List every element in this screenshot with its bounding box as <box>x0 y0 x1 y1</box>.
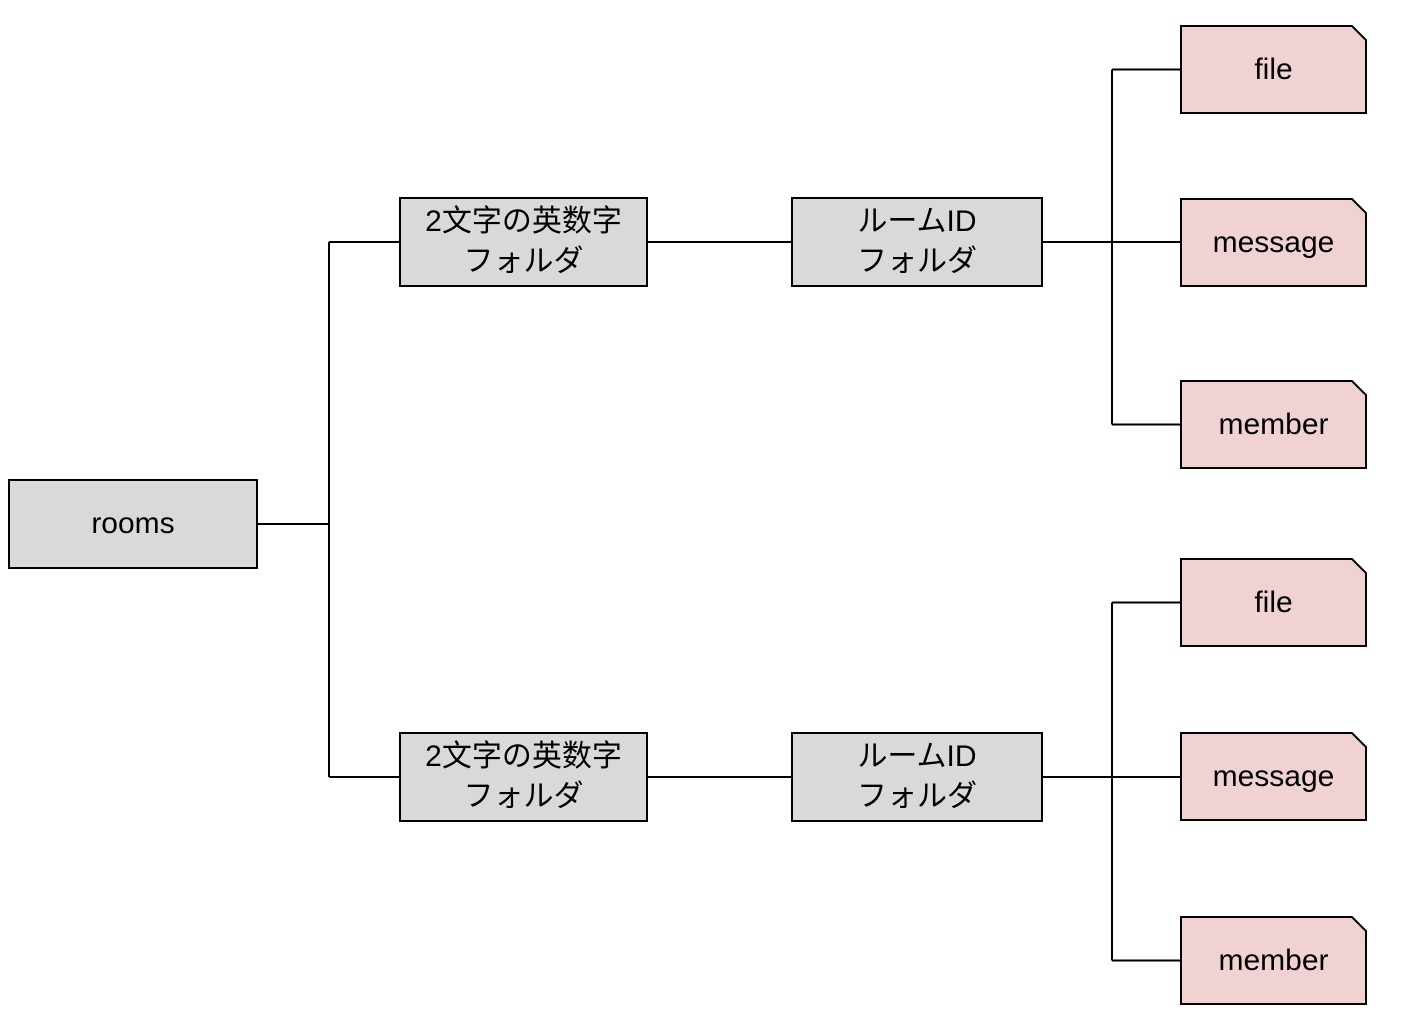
file-node-bottom: file <box>1180 558 1367 647</box>
file-label: file <box>1254 585 1293 619</box>
room-id-folder-label: ルームID フォルダ <box>857 740 977 813</box>
folded-corner-shape <box>1180 916 1367 1005</box>
message-node-bottom: message <box>1180 732 1367 821</box>
member-label: member <box>1218 943 1329 977</box>
rooms-label: rooms <box>91 507 175 540</box>
room-id-folder-node-top: ルームID フォルダ <box>791 197 1043 287</box>
folded-corner-shape <box>1180 558 1367 647</box>
folded-corner-shape <box>1180 380 1367 469</box>
folded-corner-shape <box>1180 25 1367 114</box>
two-char-folder-label: 2文字の英数字 フォルダ <box>425 740 622 813</box>
member-node-bottom: member <box>1180 916 1367 1005</box>
message-label: message <box>1212 759 1335 793</box>
member-label: member <box>1218 407 1329 441</box>
member-node-top: member <box>1180 380 1367 469</box>
message-label: message <box>1212 225 1335 259</box>
two-char-folder-label: 2文字の英数字 フォルダ <box>425 205 622 278</box>
two-char-folder-node-bottom: 2文字の英数字 フォルダ <box>399 732 648 822</box>
file-node-top: file <box>1180 25 1367 114</box>
message-node-top: message <box>1180 198 1367 287</box>
folded-corner-shape <box>1180 732 1367 821</box>
room-id-folder-label: ルームID フォルダ <box>857 205 977 278</box>
two-char-folder-node-top: 2文字の英数字 フォルダ <box>399 197 648 287</box>
folded-corner-shape <box>1180 198 1367 287</box>
room-id-folder-node-bottom: ルームID フォルダ <box>791 732 1043 822</box>
file-label: file <box>1254 52 1293 86</box>
rooms-node: rooms <box>8 479 258 569</box>
